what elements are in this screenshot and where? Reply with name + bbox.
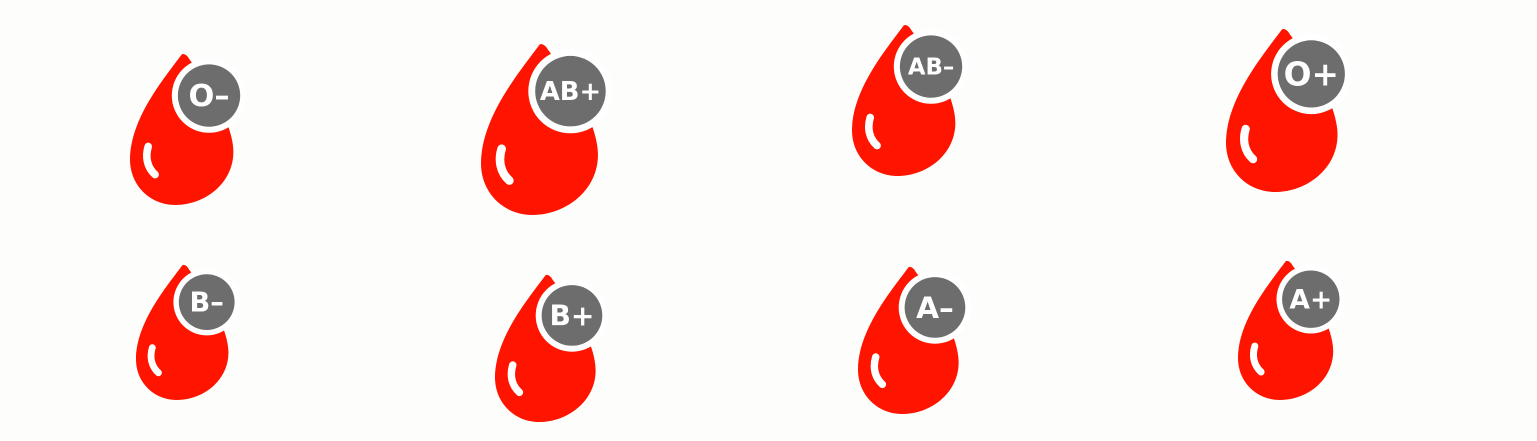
blood-drop-icon: AB+ [481,44,613,216]
blood-type-o-negative: O– [130,53,282,206]
blood-type-label: A– [916,291,954,325]
blood-drop-icon: B– [136,264,241,400]
blood-type-o-positive: O+ [1226,28,1390,193]
blood-drop-icon: A– [858,266,972,414]
blood-type-label: A+ [1289,284,1332,315]
blood-type-a-negative: A– [858,266,1006,414]
blood-type-label: O+ [1284,56,1339,94]
blood-type-b-positive: B+ [495,274,643,422]
blood-drop-icon: A+ [1238,260,1346,400]
blood-drop-icon: B+ [495,274,609,422]
blood-drop-icon: AB– [852,24,969,177]
blood-type-label: O– [189,79,230,114]
blood-type-label: AB– [908,54,954,80]
blood-type-b-negative: B– [136,264,272,400]
blood-drop-icon: O+ [1226,29,1352,193]
blood-type-label: B– [190,287,224,318]
blood-type-a-positive: A+ [1238,260,1378,400]
blood-type-label: B+ [549,300,594,333]
blood-type-ab-positive: AB+ [481,43,653,216]
blood-drop-icon: O– [130,53,247,206]
blood-type-ab-negative: AB– [852,24,1004,177]
blood-type-label: AB+ [540,77,601,107]
